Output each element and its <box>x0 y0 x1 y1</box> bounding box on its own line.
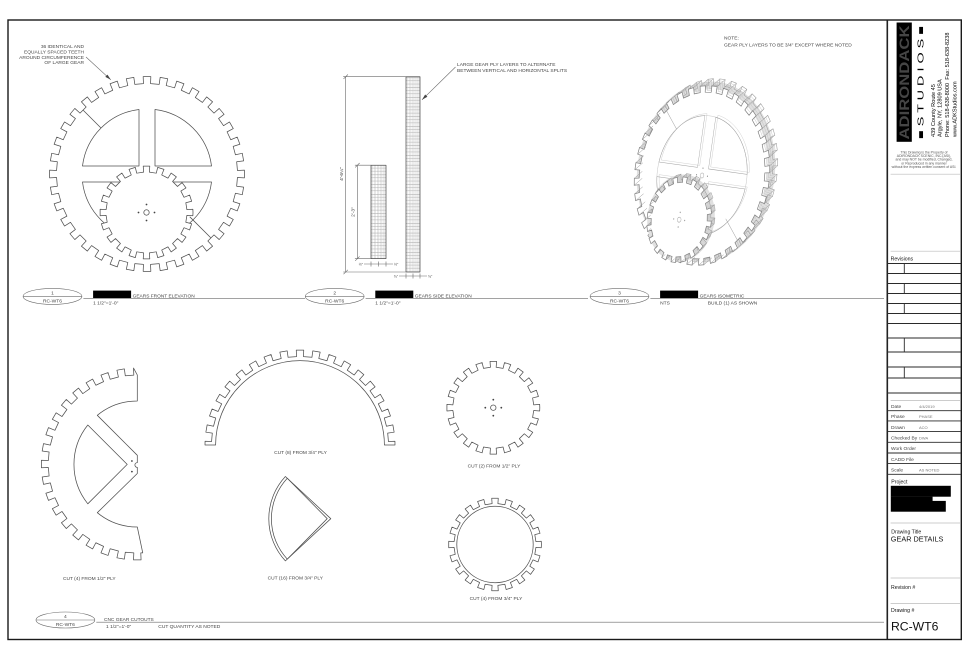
svg-text:or Reproduced in any manner: or Reproduced in any manner <box>901 161 947 165</box>
svg-text:www.ADKStudios.com: www.ADKStudios.com <box>953 81 959 138</box>
svg-text:¾": ¾" <box>428 275 433 279</box>
svg-text:Drawing Title: Drawing Title <box>891 529 921 535</box>
svg-text:PHASE: PHASE <box>919 414 933 419</box>
svg-text:ADIRONDACK: ADIRONDACK <box>896 26 912 140</box>
svg-text:4/4/2019: 4/4/2019 <box>919 404 935 409</box>
svg-text:NOTE:: NOTE: <box>724 36 739 42</box>
svg-text:½": ½" <box>394 263 399 267</box>
svg-text:Drawing #: Drawing # <box>891 608 914 614</box>
svg-text:Checked By: Checked By <box>891 436 918 442</box>
svg-text:439 County Route 45: 439 County Route 45 <box>931 84 937 137</box>
svg-text:ACO: ACO <box>919 425 928 430</box>
svg-text:GEAR DETAILS: GEAR DETAILS <box>891 535 944 544</box>
svg-text:GEARS ISOMETRIC: GEARS ISOMETRIC <box>700 294 745 300</box>
svg-text:1: 1 <box>51 290 54 296</box>
svg-text:GEAR PLY LAYERS TO BE 3/4" EXC: GEAR PLY LAYERS TO BE 3/4" EXCEPT WHERE … <box>724 42 852 48</box>
svg-text:Project: Project <box>891 479 908 485</box>
svg-text:BUILD (1) AS SHOWN: BUILD (1) AS SHOWN <box>708 301 758 307</box>
svg-text:CADD File: CADD File <box>891 457 914 463</box>
svg-text:3: 3 <box>618 290 621 296</box>
svg-text:Drawn: Drawn <box>891 425 905 431</box>
svg-text:RC-WT6: RC-WT6 <box>325 298 344 304</box>
svg-text:36 IDENTICAL AND: 36 IDENTICAL AND <box>41 44 85 50</box>
svg-text:CUT (8) FROM 3/4" PLY: CUT (8) FROM 3/4" PLY <box>274 450 327 456</box>
svg-text:LARGE GEAR PLY LAYERS TO ALTER: LARGE GEAR PLY LAYERS TO ALTERNATE <box>457 62 556 68</box>
svg-text:½": ½" <box>359 263 364 267</box>
svg-text:¾": ¾" <box>394 275 399 279</box>
svg-text:ADIRONDACK SCENIC, INC.(ASI),: ADIRONDACK SCENIC, INC.(ASI), <box>897 154 951 158</box>
svg-text:Scale: Scale <box>891 468 903 474</box>
svg-text:DWA: DWA <box>919 436 929 441</box>
svg-text:AS NOTED: AS NOTED <box>919 468 940 473</box>
svg-text:CNC GEAR CUTOUTS: CNC GEAR CUTOUTS <box>104 617 154 623</box>
svg-text:Phone: 518-638-8000 Fax: 518-: Phone: 518-638-8000 Fax: 518-638-8238 <box>945 33 951 138</box>
svg-text:EQUALLY SPACED TEETH: EQUALLY SPACED TEETH <box>24 49 84 55</box>
svg-text:RC-WT6: RC-WT6 <box>56 622 75 628</box>
svg-text:Phase: Phase <box>891 414 905 420</box>
svg-text:This Drawing is the Property o: This Drawing is the Property of <box>901 151 948 155</box>
svg-text:CUT (4) FROM 1/2" PLY: CUT (4) FROM 1/2" PLY <box>63 576 116 582</box>
svg-text:CUT (2) FROM 1/2" PLY: CUT (2) FROM 1/2" PLY <box>468 464 521 470</box>
svg-text:4: 4 <box>64 614 67 620</box>
svg-text:RC-WT6: RC-WT6 <box>891 620 939 634</box>
svg-text:NTS: NTS <box>660 301 671 307</box>
svg-text:GEARS FRONT ELEVATION: GEARS FRONT ELEVATION <box>133 294 196 300</box>
svg-text:CUT QUANTITY AS NOTED: CUT QUANTITY AS NOTED <box>158 624 221 630</box>
svg-text:2: 2 <box>333 290 336 296</box>
svg-text:■ S T U D I O S ■: ■ S T U D I O S ■ <box>917 26 926 139</box>
svg-text:1 1/2"=1'-0": 1 1/2"=1'-0" <box>93 301 118 307</box>
svg-text:OF LARGE GEAR: OF LARGE GEAR <box>44 60 84 66</box>
svg-text:RC-WT6: RC-WT6 <box>43 298 62 304</box>
svg-text:BETWEEN VERTICAL AND HORIZONTA: BETWEEN VERTICAL AND HORIZONTAL SPLITS <box>457 68 568 74</box>
svg-text:Revision #: Revision # <box>891 585 915 591</box>
svg-text:CUT (4) FROM 3/4" PLY: CUT (4) FROM 3/4" PLY <box>470 596 523 602</box>
svg-text:1 1/2"=1'-0": 1 1/2"=1'-0" <box>375 301 400 307</box>
svg-text:4'-6¼": 4'-6¼" <box>339 167 345 181</box>
svg-text:Argyle, NY, 12809 USA: Argyle, NY, 12809 USA <box>938 79 944 137</box>
svg-text:without the express written co: without the express written consent of A… <box>892 165 957 169</box>
svg-text:Date: Date <box>891 404 902 410</box>
svg-text:1 1/2"=1'-0": 1 1/2"=1'-0" <box>106 624 131 630</box>
svg-text:CUT (16) FROM 3/4" PLY: CUT (16) FROM 3/4" PLY <box>268 576 324 582</box>
svg-text:2'-3": 2'-3" <box>351 207 357 217</box>
svg-text:RC-WT6: RC-WT6 <box>610 298 629 304</box>
svg-text:Work Order: Work Order <box>891 446 916 452</box>
svg-text:GEARS SIDE ELEVATION: GEARS SIDE ELEVATION <box>415 294 472 300</box>
svg-text:and may NOT be modified, Chang: and may NOT be modified, Changed, <box>896 158 953 162</box>
svg-text:Revisions: Revisions <box>891 257 914 263</box>
svg-text:AROUND CIRCUMFERENCE: AROUND CIRCUMFERENCE <box>19 55 85 61</box>
